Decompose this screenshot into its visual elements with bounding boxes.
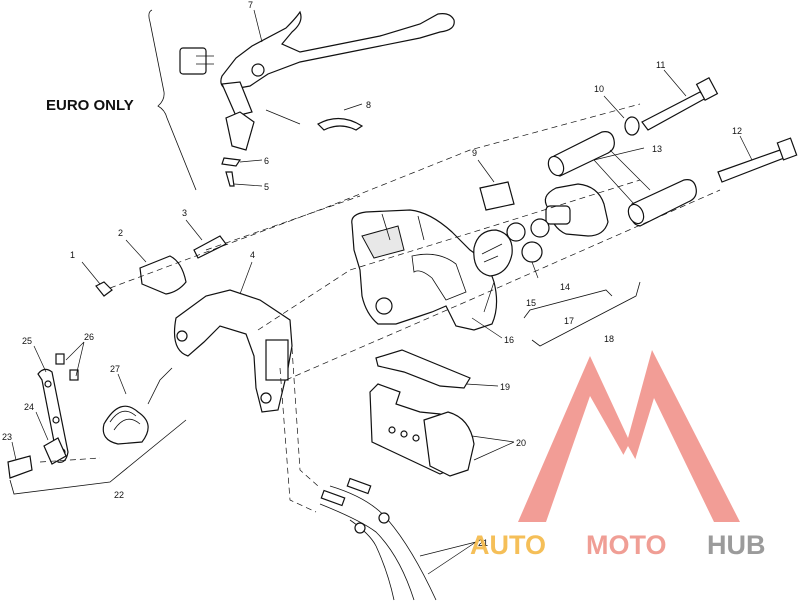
callout-16: 16 xyxy=(504,335,514,345)
callout-14: 14 xyxy=(560,282,570,292)
callout-23: 23 xyxy=(2,432,12,442)
axis-group-22 xyxy=(39,457,101,463)
watermark-text-hub: HUB xyxy=(707,530,766,560)
callout-24: 24 xyxy=(24,402,34,412)
bushing-26a xyxy=(55,353,65,365)
ball-14a xyxy=(506,222,526,242)
callout-13: 13 xyxy=(652,144,662,154)
callout-1: 1 xyxy=(70,250,75,260)
bushing-26b xyxy=(69,369,79,381)
leader-lines xyxy=(11,9,753,575)
bushing-13b xyxy=(627,179,697,227)
bushing-13a xyxy=(547,131,615,177)
axis-upper xyxy=(109,103,641,289)
callout-6: 6 xyxy=(264,156,269,166)
callout-7: 7 xyxy=(248,0,253,10)
bolt-23 xyxy=(7,455,33,479)
brake-pads-20 xyxy=(369,383,475,477)
brake-lever-assembly xyxy=(179,10,455,151)
nut-1 xyxy=(95,281,113,297)
callout-17: 17 xyxy=(564,316,574,326)
bolt-12 xyxy=(717,137,798,183)
axis-mid xyxy=(257,179,641,331)
watermark-text-moto: MOTO xyxy=(586,530,667,560)
callout-numbers: 7 6 5 8 9 10 11 12 13 14 15 16 17 18 19 … xyxy=(2,0,742,548)
shim-8 xyxy=(317,117,364,131)
callout-8: 8 xyxy=(366,100,371,110)
axis-cable-a xyxy=(291,347,319,487)
callout-27: 27 xyxy=(110,364,120,374)
callout-21: 21 xyxy=(478,538,488,548)
callout-18: 18 xyxy=(604,334,614,344)
link-2 xyxy=(139,255,187,295)
group-17-bracket xyxy=(531,281,641,347)
watermark-text-auto: AUTO xyxy=(470,530,546,560)
clip-9 xyxy=(479,181,515,211)
washer-10 xyxy=(624,116,640,136)
bracket-24 xyxy=(43,437,67,465)
group-22-bracket xyxy=(9,419,187,495)
callout-25: 25 xyxy=(22,336,32,346)
callout-2: 2 xyxy=(118,228,123,238)
bolt-11 xyxy=(641,76,719,131)
spring-27 xyxy=(102,405,149,445)
ball-14c xyxy=(521,241,543,263)
callout-20: 20 xyxy=(516,438,526,448)
pin-5 xyxy=(225,171,235,187)
axis-link xyxy=(205,195,361,251)
callout-12: 12 xyxy=(732,126,742,136)
callout-5: 5 xyxy=(264,182,269,192)
logo-mark xyxy=(518,350,740,522)
callout-19: 19 xyxy=(500,382,510,392)
callout-11: 11 xyxy=(656,60,665,70)
callout-10: 10 xyxy=(594,84,604,94)
pad-spring-19 xyxy=(375,349,471,389)
axis-lower xyxy=(285,189,721,381)
group-14-bracket xyxy=(523,289,613,319)
callout-22: 22 xyxy=(114,490,124,500)
callout-15: 15 xyxy=(526,298,536,308)
axis-cable-b xyxy=(279,367,317,513)
callout-9: 9 xyxy=(472,148,477,158)
caliper-body xyxy=(351,209,498,331)
ramp-plate-15 xyxy=(473,229,513,277)
watermark-logo: AUTO MOTO HUB xyxy=(470,350,766,560)
callout-4: 4 xyxy=(250,250,255,260)
ball-14b xyxy=(530,218,550,238)
callout-3: 3 xyxy=(182,208,187,218)
arm-25 xyxy=(37,368,69,463)
callout-26: 26 xyxy=(84,332,94,342)
mounting-bracket xyxy=(173,289,293,413)
brake-cables-21 xyxy=(319,477,437,601)
euro-only-bracket xyxy=(148,9,197,191)
euro-only-label: EURO ONLY xyxy=(46,97,134,114)
piston-stem xyxy=(545,205,571,225)
pin-6 xyxy=(221,157,242,167)
